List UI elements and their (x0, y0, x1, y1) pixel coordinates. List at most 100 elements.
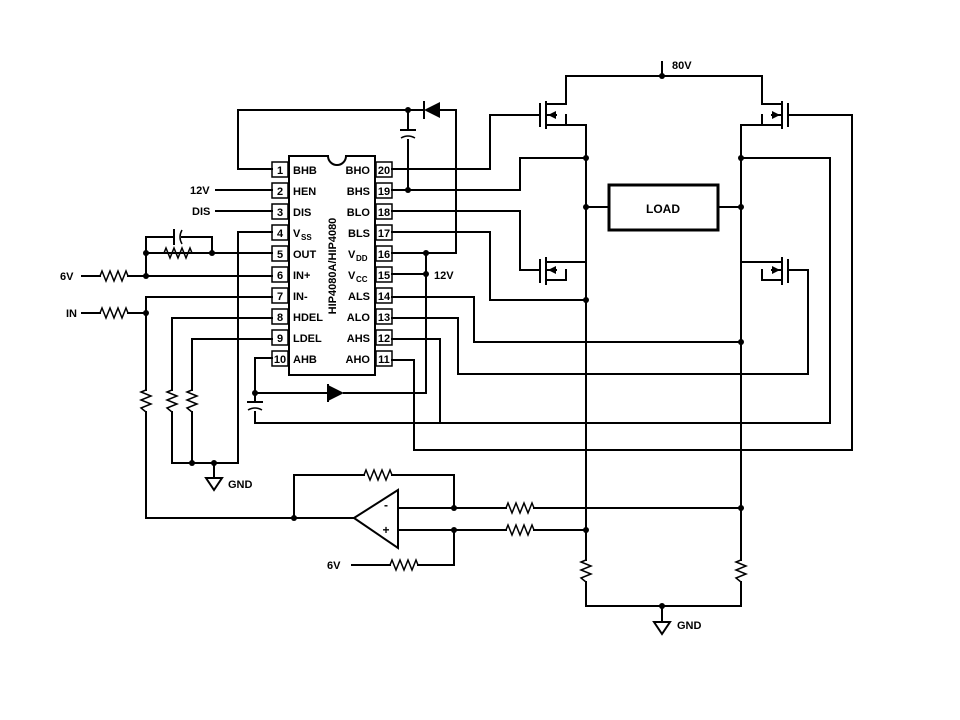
pin-number: 13 (378, 312, 390, 324)
pin-number: 20 (378, 165, 390, 177)
pin-number: 2 (277, 186, 283, 198)
label-12v-vcc: 12V (434, 270, 454, 282)
label-12v-hen: 12V (190, 185, 210, 197)
left-side-wiring (81, 109, 441, 519)
resistor-ldel (184, 389, 200, 413)
resistor-inminus (138, 389, 154, 413)
pin-label: BHS (347, 186, 370, 198)
pin-label-subscript: SS (301, 233, 312, 242)
left-capacitors (173, 229, 263, 411)
pin-number: 15 (378, 270, 390, 282)
wire-ahs (391, 157, 831, 424)
pin-number: 9 (277, 333, 283, 345)
ic-part-label: HIP4080A/HIP4080 (327, 218, 339, 315)
label-6v-opamp: 6V (327, 560, 341, 572)
cap-feedback-plate-2 (179, 229, 183, 245)
label-in: IN (66, 308, 77, 320)
h-bridge: LOAD (539, 61, 789, 636)
pin-label: AHS (347, 333, 370, 345)
wire-hdel (171, 317, 273, 391)
gnd-symbol-right (652, 621, 672, 636)
pin-label-subscript: DD (356, 254, 368, 263)
wire-opamp-bias-join (417, 529, 455, 566)
gnd-symbol-left (204, 477, 224, 492)
pin-8: 8 HDEL (271, 308, 323, 325)
pin-number: 11 (378, 354, 390, 366)
pin-label: AHO (346, 354, 371, 366)
resistor-sense-right (733, 559, 749, 583)
wire-ahb (254, 357, 273, 401)
pin-number: 4 (277, 228, 284, 240)
mosfet-al (740, 257, 789, 285)
mosfet-bh (539, 101, 587, 129)
pin-label: LDEL (293, 333, 322, 345)
label-gnd-right: GND (677, 620, 702, 632)
wire-bhs (391, 157, 587, 191)
pin-7: 7 IN- (271, 287, 308, 304)
pin-label: ALS (348, 291, 370, 303)
pin-label: HDEL (293, 312, 323, 324)
resistor-feedback (163, 245, 193, 261)
resistor-opamp-bias (389, 557, 419, 573)
pin-label: BHO (346, 165, 371, 177)
opamp-triangle (352, 488, 399, 550)
pin-label: BHB (293, 165, 317, 177)
label-gnd-left: GND (228, 479, 253, 491)
pin-10: 10 AHB (271, 350, 317, 367)
pin-label: DIS (293, 207, 311, 219)
resistor-in (99, 305, 129, 321)
wire-vcc-diode (343, 252, 427, 394)
pin-number: 6 (277, 270, 283, 282)
opamp-section: - + (293, 467, 744, 573)
pin-11: 11 AHO (346, 350, 393, 367)
label-6v-in: 6V (60, 271, 74, 283)
pin-label: V (348, 249, 356, 261)
wire-aho (391, 114, 853, 451)
wire-blo (391, 210, 541, 271)
wire-vss-gnd (171, 231, 273, 464)
wire-ldel (191, 338, 273, 391)
wire-als (391, 296, 742, 343)
pin-number: 10 (274, 354, 286, 366)
wire-alo (391, 269, 809, 375)
pin-label: OUT (293, 249, 317, 261)
pin-9: 9 LDEL (271, 329, 322, 346)
mosfet-ah (740, 101, 789, 129)
diode-bootstrap-bottom (327, 384, 344, 402)
pin-label: IN- (293, 291, 308, 303)
load-box (607, 183, 720, 232)
load-label: LOAD (646, 202, 680, 216)
pin-number: 7 (277, 291, 283, 303)
diode-bootstrap-top (421, 101, 440, 119)
opamp-minus-sign: - (384, 498, 388, 512)
pin-20: 20 BHO (346, 161, 393, 178)
wire-opamp-fb-left (293, 474, 365, 519)
pin-label: V (348, 270, 356, 282)
pin-label: IN+ (293, 270, 310, 282)
pin-label: AHB (293, 354, 317, 366)
pin-number: 19 (378, 186, 390, 198)
left-junctions (143, 250, 297, 521)
pin-number: 17 (378, 228, 390, 240)
cap-bootstrap-top (400, 129, 416, 139)
pin-label: BLO (347, 207, 371, 219)
wire-opamp-fb-right (391, 474, 455, 509)
resistor-6v (99, 268, 129, 284)
wire-bhb-loop (237, 109, 423, 170)
pin-label: BLS (348, 228, 370, 240)
pin-number: 8 (277, 312, 283, 324)
mosfet-bl (539, 257, 587, 285)
wire-cap-right (181, 236, 213, 254)
wire-sense-gnd (585, 581, 742, 607)
pin-label-subscript: CC (356, 275, 368, 284)
